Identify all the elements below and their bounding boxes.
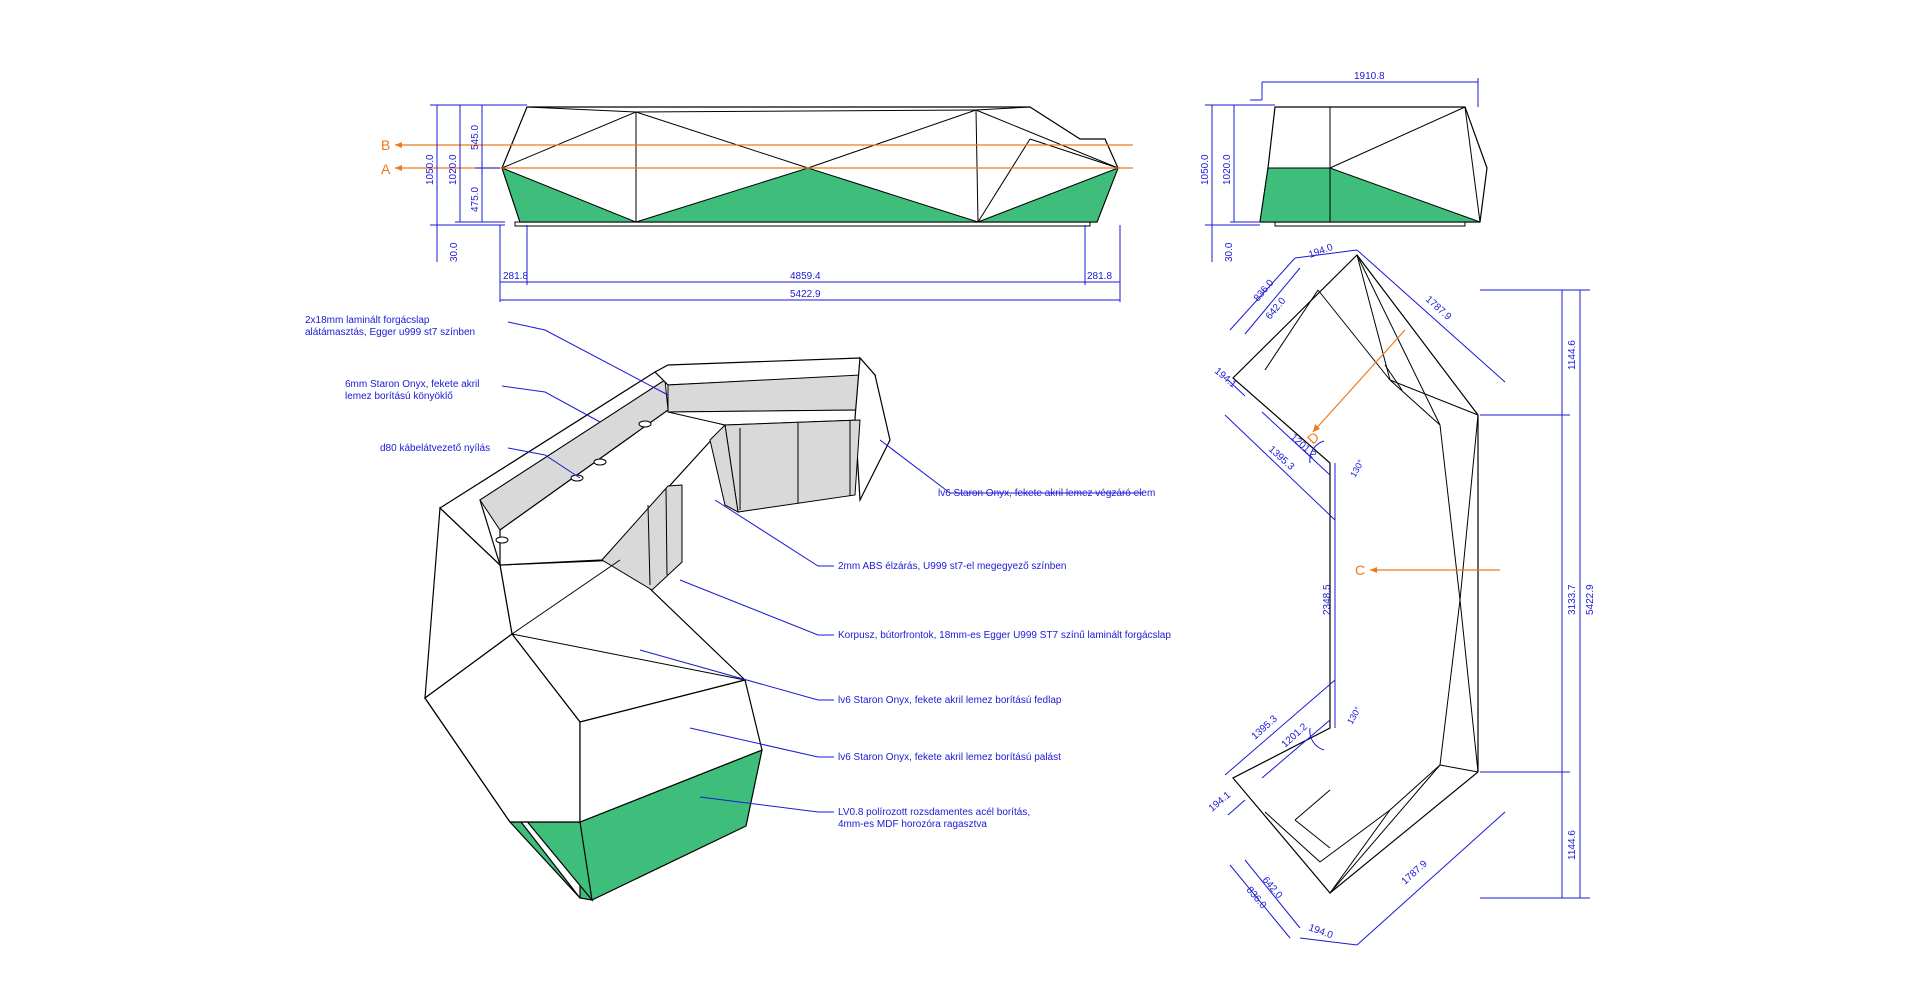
front-dim-1020: 1020.0	[448, 154, 459, 185]
plan-dim-194-1-bottom: 194.1	[1207, 790, 1234, 815]
plan-view: C D 130° 130°	[1207, 242, 1596, 946]
front-dim-545: 545.0	[470, 125, 481, 150]
section-arrow-c	[1370, 567, 1377, 573]
annotation-7: lv6 Staron Onyx, fekete akril lemez borí…	[838, 695, 1062, 706]
angle-arc-top	[1309, 440, 1325, 464]
front-dim-4859: 4859.4	[790, 271, 821, 282]
plan-dim-1144-bottom: 1144.6	[1567, 830, 1578, 860]
plan-dim-1787-top: 1787.9	[1423, 294, 1453, 323]
annotation-4: lv6 Staron Onyx, fekete akril lemez végz…	[938, 488, 1155, 499]
plan-dim-2348: 2348.5	[1322, 584, 1333, 615]
annotation-3: d80 kábelátvezető nyílás	[380, 443, 490, 454]
plan-dim-194-bottom: 194.0	[1307, 922, 1335, 941]
plan-dim-194-top: 194.0	[1307, 242, 1335, 261]
side-dims	[1205, 78, 1479, 262]
iso-cabinet-back-side	[709, 423, 739, 513]
side-dim-1020: 1020.0	[1222, 154, 1233, 185]
plan-dim-lines	[1224, 249, 1590, 946]
section-line-d	[1312, 329, 1406, 433]
annotation-6: Korpusz, bútorfrontok, 18mm-es Egger U99…	[838, 630, 1171, 641]
front-dim-281-left: 281.8	[503, 271, 528, 282]
cable-hole-1	[495, 536, 509, 544]
front-horizontal-dims	[499, 225, 1121, 302]
iso-front-face	[424, 633, 581, 823]
front-dim-281-right: 281.8	[1087, 271, 1112, 282]
side-dim-1910: 1910.8	[1354, 71, 1385, 82]
side-dim-1050: 1050.0	[1200, 154, 1211, 185]
iso-facet-lines	[439, 507, 746, 822]
plan-dim-5422: 5422.9	[1585, 584, 1596, 615]
front-dim-30: 30.0	[449, 242, 460, 262]
iso-cabinet-back	[724, 419, 861, 513]
side-facet-lines	[1329, 106, 1481, 223]
iso-cabinet-left-door-2	[665, 487, 668, 576]
front-facet-lines	[501, 106, 1119, 223]
annotation-5: 2mm ABS élzárás, U999 st7-el megegyező s…	[838, 561, 1066, 572]
front-vertical-dims	[430, 104, 527, 262]
cable-hole-2	[570, 474, 584, 482]
iso-end-cap	[854, 356, 891, 503]
plan-dim-1395-bottom: 1395.3	[1250, 713, 1280, 742]
front-dim-475: 475.0	[470, 187, 481, 212]
front-dim-1050: 1050.0	[425, 154, 436, 185]
angle-arc-bottom	[1309, 727, 1325, 751]
front-green-left	[501, 167, 637, 223]
section-label-c: C	[1355, 562, 1365, 578]
section-label-b: B	[381, 137, 390, 153]
cable-hole-3	[593, 458, 607, 466]
plan-outer-outline	[1232, 254, 1479, 894]
annotation-9: LV0.8 polírozott rozsdamentes acél borít…	[838, 807, 1030, 830]
section-arrow-a	[395, 165, 402, 171]
cable-hole-4	[638, 420, 652, 428]
plan-dim-1144-top: 1144.6	[1567, 340, 1578, 370]
annotation-8: lv6 Staron Onyx, fekete akril lemez borí…	[838, 752, 1061, 763]
iso-cabinet-left	[601, 484, 683, 591]
front-view: B A 1050.0 1020.0 545.0 475.0 30.0 281.8	[381, 104, 1133, 302]
plan-dim-642-top: 642.0	[1264, 295, 1289, 322]
section-label-a: A	[381, 161, 391, 177]
section-arrow-d	[1313, 424, 1320, 432]
side-view: 1910.8 1050.0 1020.0 30.0	[1200, 71, 1488, 262]
side-dim-30: 30.0	[1224, 242, 1235, 262]
iso-cabinet-left-door-1	[647, 504, 651, 586]
plan-inner-lines	[1264, 254, 1479, 894]
plan-dim-3133: 3133.7	[1567, 584, 1578, 615]
section-arrow-b	[395, 142, 402, 148]
front-dim-5422: 5422.9	[790, 289, 821, 300]
front-green-right	[977, 167, 1119, 223]
isometric-view	[424, 356, 891, 903]
